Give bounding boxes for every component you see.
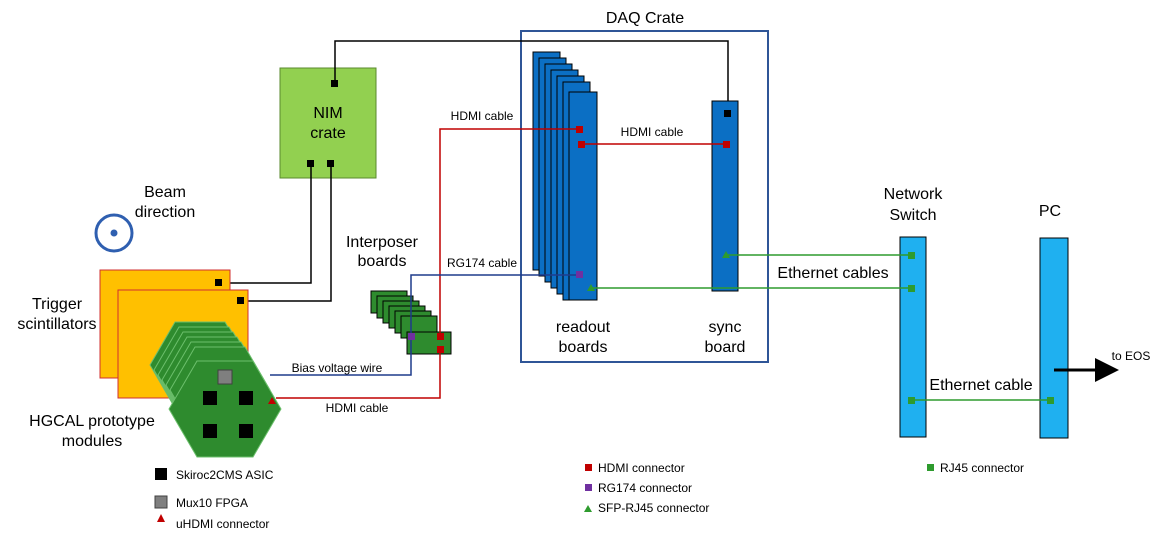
sync-label-1: sync (709, 319, 742, 336)
daq-crate-box (520, 30, 769, 363)
nim-crate-label-2: crate (310, 125, 346, 142)
skiroc-chip-3 (203, 424, 217, 438)
legend-mux-label: Mux10 FPGA (176, 496, 248, 510)
interposer-hdmi-connector-1 (437, 333, 444, 340)
nim-connector-top (331, 80, 338, 87)
trigger-label-1: Trigger (32, 296, 83, 313)
hgcal-label-1: HGCAL prototype (29, 413, 155, 430)
hdmi-cable-interposer-readout (439, 128, 578, 336)
skiroc-chip-4 (239, 424, 253, 438)
legend-skiroc-label: Skiroc2CMS ASIC (176, 468, 274, 482)
mux10-fpga-chip (217, 369, 233, 385)
legend-uhdmi-swatch (157, 514, 165, 522)
readout-label-1: readout (556, 319, 611, 336)
skiroc-chip-2 (239, 391, 253, 405)
sync-hdmi-connector (723, 141, 730, 148)
skiroc-chip-1 (203, 391, 217, 405)
switch-rj45-connector-2 (908, 285, 915, 292)
beam-direction-dot (110, 229, 118, 237)
readout-board-front (568, 91, 598, 301)
nim-connector-right (327, 160, 334, 167)
legend-sfp-swatch (584, 505, 592, 512)
bias-voltage-label: Bias voltage wire (292, 361, 383, 375)
network-switch (899, 236, 927, 438)
rg174-cable-label: RG174 cable (447, 256, 517, 270)
bias-voltage-wire (270, 336, 412, 376)
readout-rg174-connector (576, 271, 583, 278)
trigger-cable-scint-2 (241, 163, 332, 302)
hdmi-cable-module-interposer (276, 349, 441, 399)
readout-sfp-connector (587, 284, 595, 291)
pc (1039, 237, 1069, 439)
readout-hdmi-connector-2 (578, 141, 585, 148)
daq-crate-label: DAQ Crate (606, 10, 684, 27)
nim-crate-label-1: NIM (313, 105, 342, 122)
legend-rj45-swatch (927, 464, 934, 471)
legend-skiroc-swatch (155, 468, 167, 480)
hdmi-cable-top-label: HDMI cable (451, 109, 514, 123)
sync-board (711, 100, 739, 292)
hdmi-cable-bottom-label: HDMI cable (326, 401, 389, 415)
beam-label-1: Beam (144, 184, 186, 201)
scintillator-connector-1 (215, 279, 222, 286)
legend-sfp-label: SFP-RJ45 connector (598, 501, 709, 515)
sync-trigger-connector (724, 110, 731, 117)
legend-mux-swatch (154, 495, 168, 509)
interposer-board-stack (370, 290, 452, 355)
interposer-hdmi-connector-2 (437, 346, 444, 353)
legend-rg174-swatch (585, 484, 592, 491)
interposer-label-1: Interposer (346, 234, 419, 251)
trigger-label-2: scintillators (17, 316, 96, 333)
hgcal-module-stack (149, 321, 282, 458)
legend-hdmi-label: HDMI connector (598, 461, 685, 475)
nim-connector-left (307, 160, 314, 167)
switch-rj45-connector-3 (908, 397, 915, 404)
readout-label-2: boards (559, 339, 608, 356)
legend-rg174-label: RG174 connector (598, 481, 692, 495)
hgcal-label-2: modules (62, 433, 122, 450)
sync-sfp-connector (722, 251, 730, 258)
legend-rj45-label: RJ45 connector (940, 461, 1024, 475)
switch-rj45-connector-1 (908, 252, 915, 259)
switch-label-1: Network (884, 186, 944, 203)
readout-hdmi-connector-1 (576, 126, 583, 133)
hdmi-cable-mid-label: HDMI cable (621, 125, 684, 139)
nim-crate (279, 67, 377, 179)
sync-label-2: board (705, 339, 746, 356)
rg174-cable (410, 274, 578, 336)
switch-label-2: Switch (889, 207, 936, 224)
to-eos-label: to EOS (1112, 349, 1150, 363)
beam-label-2: direction (135, 204, 195, 221)
ethernet-cable-label: Ethernet cable (929, 377, 1032, 394)
ethernet-cables-label: Ethernet cables (777, 265, 888, 282)
readout-board-stack (532, 51, 598, 301)
trigger-cable-top (334, 40, 729, 113)
pc-label: PC (1039, 203, 1061, 220)
beam-direction-icon (94, 213, 134, 253)
uhdmi-connector-module (268, 397, 276, 404)
legend-uhdmi-label: uHDMI connector (176, 517, 269, 531)
trigger-cable-scint-1 (219, 163, 312, 284)
interposer-rg174-connector (408, 333, 415, 340)
legend-hdmi-swatch (585, 464, 592, 471)
scintillator-connector-2 (237, 297, 244, 304)
pc-rj45-connector (1047, 397, 1054, 404)
interposer-label-2: boards (358, 253, 407, 270)
